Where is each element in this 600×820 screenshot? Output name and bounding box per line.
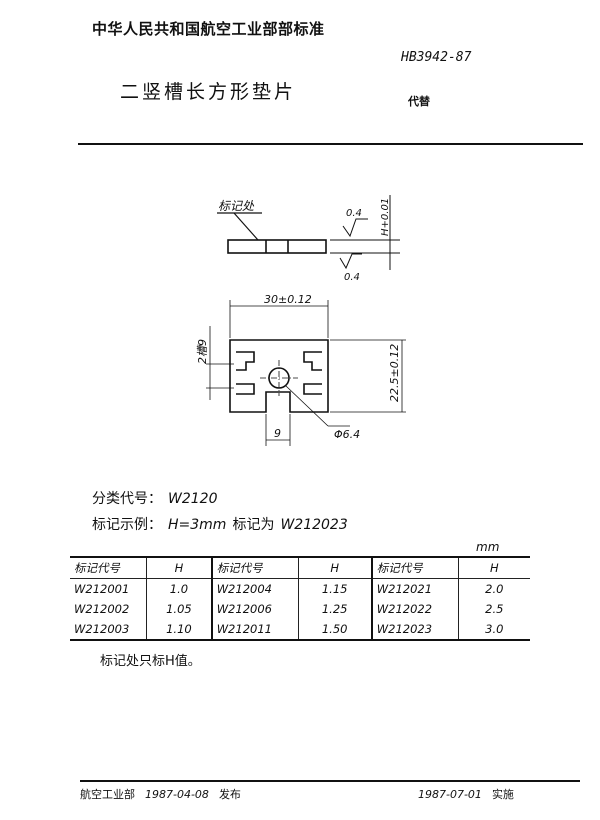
spec-table: 标记代号 H 标记代号 H 标记代号 H W212001 1.0 W212004… [70, 556, 530, 641]
classification-code: W2120 [168, 491, 218, 507]
cell-code: W212023 [371, 619, 459, 641]
effective-date: 1987-07-01 [418, 788, 482, 801]
example-value: H=3mm [168, 517, 227, 533]
classification-label: 分类代号： [92, 491, 162, 507]
cell-code: W212001 [70, 578, 148, 599]
header-code-2: 标记代号 [211, 557, 299, 579]
header-h-3: H [458, 557, 530, 579]
cell-code: W212022 [371, 599, 459, 619]
issue-label: 发布 [218, 788, 241, 801]
cell-code: W212003 [70, 619, 148, 641]
classification-line: 分类代号： W2120 [92, 488, 223, 508]
cell-h: 1.10 [146, 619, 213, 641]
table-row: W212003 1.10 W212011 1.50 W212023 3.0 [70, 619, 530, 641]
side-view [217, 212, 327, 254]
cell-h: 1.50 [298, 619, 373, 641]
marking-example-line: 标记示例： H=3mm 标记为 W212023 [92, 514, 354, 534]
cell-h: 2.0 [485, 582, 504, 596]
unit-label: mm [476, 540, 500, 554]
effective-label: 实施 [491, 788, 514, 801]
footer-issue: 航空工业部 1987-04-08 发布 [80, 786, 251, 802]
cell-code: W212002 [70, 599, 148, 619]
slot-width-dimension: 9 [274, 427, 281, 440]
table-row: W212001 1.0 W212004 1.15 W212021 2.0 [70, 578, 530, 599]
header-h-2: H [298, 557, 373, 579]
cell-h: 2.5 [485, 602, 504, 616]
cell-h: 3.0 [458, 619, 530, 641]
roughness-bottom: 0.4 [344, 272, 360, 283]
height-dimension: 22.5±0.12 [388, 344, 401, 402]
cell-code: W212011 [211, 619, 299, 641]
cell-h: 1.05 [146, 599, 213, 619]
cell-h: 1.15 [298, 578, 373, 599]
table-row: W212002 1.05 W212006 1.25 W212022 2.5 [70, 599, 530, 619]
footer-effective: 1987-07-01 实施 [418, 786, 524, 802]
width-dimension: 30±0.12 [264, 293, 312, 306]
hole-diameter-dimension: Φ6.4 [334, 428, 360, 441]
example-mark-value: W212023 [280, 517, 348, 533]
footer-rule [80, 780, 580, 782]
cell-code: W212021 [371, 578, 459, 599]
replaces-label: 代替 [408, 95, 430, 108]
callout-mark-label: 标记处 [218, 199, 255, 213]
technical-drawing: 标记处 0.4 0.4 H+0.01 [196, 195, 406, 446]
header-code-3: 标记代号 [371, 557, 459, 579]
document-title: 二竖槽长方形垫片 [120, 81, 297, 103]
header-h-1: H [146, 557, 213, 579]
roughness-top: 0.4 [346, 208, 362, 219]
table-header-row: 标记代号 H 标记代号 H 标记代号 H [70, 557, 530, 579]
issuer: 航空工业部 [80, 788, 135, 801]
issuing-organization: 中华人民共和国航空工业部部标准 [92, 20, 325, 38]
cell-h: 1.25 [298, 599, 373, 619]
thickness-dimension: H+0.01 [380, 198, 391, 236]
header-rule [78, 143, 583, 145]
cell-code: W212006 [211, 599, 299, 619]
cell-code: W212004 [211, 578, 299, 599]
marking-note: 标记处只标H值。 [100, 654, 201, 669]
cell-h: 1.0 [146, 578, 213, 599]
slot-count-label: 2槽9 [196, 339, 209, 364]
issue-date: 1987-04-08 [145, 788, 209, 801]
example-mark-label: 标记为 [232, 517, 275, 533]
standard-number: HB3942-87 [401, 50, 472, 65]
header-code-1: 标记代号 [70, 557, 148, 579]
example-label: 标记示例： [92, 517, 162, 533]
